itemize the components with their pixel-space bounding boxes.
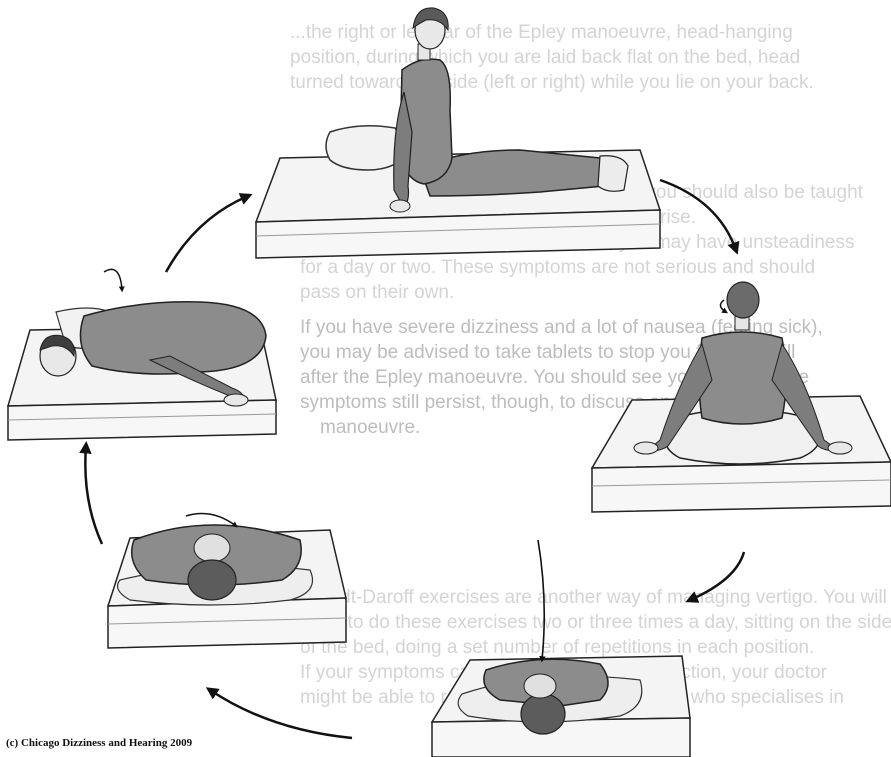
arrow-left-to-top <box>166 196 248 272</box>
head-right <box>727 282 759 318</box>
figure-lying-side-left <box>8 269 276 440</box>
arrow-bottom-right-to-bottom-left <box>210 690 352 738</box>
arrow-right-to-bottom-right <box>690 552 744 600</box>
arrow-into-bottom-right-figure <box>538 540 544 660</box>
figure-sitting-edge-head-turned <box>592 282 891 512</box>
figure-lying-bottom-right <box>432 656 690 757</box>
copyright-caption: (c) Chicago Dizziness and Hearing 2009 <box>6 737 192 749</box>
head-bottom-left <box>188 560 236 600</box>
head-bottom-right <box>521 694 565 734</box>
figure-sitting-upright <box>256 8 660 258</box>
hand-top <box>390 200 410 212</box>
feet-top <box>598 156 628 192</box>
arrow-top-to-right <box>660 180 736 250</box>
figure-lying-bottom-left <box>108 514 346 648</box>
arrow-bottom-left-to-left <box>85 446 102 544</box>
